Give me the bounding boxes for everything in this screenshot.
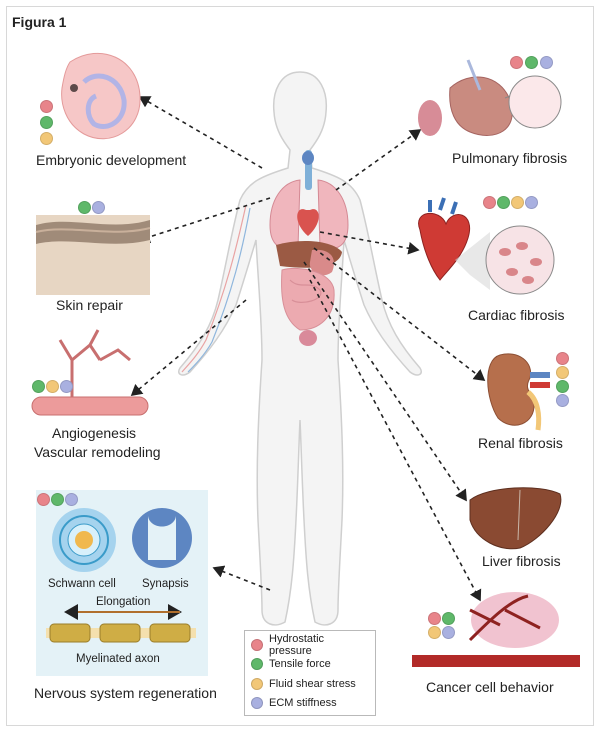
embryo-illustration — [61, 52, 141, 140]
legend-item-hydrostatic: Hydrostatic pressure — [251, 632, 369, 657]
dot-fluid — [556, 366, 569, 379]
tumor-illustration — [412, 592, 580, 667]
legend-label: Tensile force — [269, 658, 331, 671]
label-renal: Renal fibrosis — [478, 435, 563, 451]
dot-hydrostatic — [556, 352, 569, 365]
dot-hydrostatic — [40, 100, 53, 113]
dot-ecm — [92, 201, 105, 214]
dot-tensile — [556, 380, 569, 393]
dot-hydrostatic — [428, 612, 441, 625]
legend-label: Fluid shear stress — [269, 677, 356, 690]
label-myelinated-axon: Myelinated axon — [76, 653, 160, 665]
figure-frame — [6, 6, 594, 726]
label-skin: Skin repair — [56, 297, 123, 313]
label-schwann-cell: Schwann cell — [48, 578, 116, 590]
label-pulmonary: Pulmonary fibrosis — [452, 150, 568, 166]
dot-tensile — [525, 56, 538, 69]
vessel-illustration — [31, 329, 149, 416]
dot-ecm — [60, 380, 73, 393]
dot-hydrostatic — [483, 196, 496, 209]
dot-fluid — [511, 196, 524, 209]
dot-fluid — [46, 380, 59, 393]
legend-item-tensile: Tensile force — [251, 655, 369, 675]
lung-illustration — [418, 59, 562, 136]
dot-ecm — [65, 493, 78, 506]
legend-swatch — [251, 677, 263, 690]
nerve-panel-illustration — [46, 508, 196, 643]
dot-tensile — [497, 196, 510, 209]
dot-ecm — [442, 626, 455, 639]
dot-hydrostatic — [510, 56, 523, 69]
legend-swatch — [251, 638, 263, 651]
label-angiogenesis: Angiogenesis — [52, 425, 137, 441]
human-body-illustration — [178, 71, 422, 626]
dot-tensile — [78, 201, 91, 214]
label-liver: Liver fibrosis — [482, 553, 561, 569]
label-cancer: Cancer cell behavior — [426, 679, 554, 695]
legend-swatch — [251, 658, 263, 671]
dot-ecm — [556, 394, 569, 407]
label-cardiac: Cardiac fibrosis — [468, 307, 565, 323]
skin-illustration — [35, 215, 151, 295]
dot-hydrostatic — [37, 493, 50, 506]
dot-tensile — [442, 612, 455, 625]
heart-illustration — [418, 197, 555, 295]
dot-tensile — [51, 493, 64, 506]
label-synapsis: Synapsis — [142, 578, 189, 590]
dot-fluid — [40, 132, 53, 145]
kidney-illustration — [487, 353, 550, 431]
legend-swatch — [251, 697, 263, 710]
liver-illustration — [469, 487, 562, 550]
legend: Hydrostatic pressure Tensile force Fluid… — [244, 630, 376, 716]
label-elongation: Elongation — [96, 596, 151, 608]
dot-tensile — [32, 380, 45, 393]
dot-ecm — [525, 196, 538, 209]
label-vascular-remodeling: Vascular remodeling — [34, 444, 161, 460]
legend-label: Hydrostatic pressure — [269, 632, 325, 657]
figure-title: Figura 1 — [12, 14, 67, 30]
legend-label: ECM stiffness — [269, 697, 337, 710]
legend-item-ecm: ECM stiffness — [251, 694, 369, 714]
label-nervous: Nervous system regeneration — [34, 685, 217, 701]
dot-fluid — [428, 626, 441, 639]
label-embryonic: Embryonic development — [36, 152, 187, 168]
dot-tensile — [40, 116, 53, 129]
legend-item-fluid-shear: Fluid shear stress — [251, 674, 369, 694]
dot-ecm — [540, 56, 553, 69]
